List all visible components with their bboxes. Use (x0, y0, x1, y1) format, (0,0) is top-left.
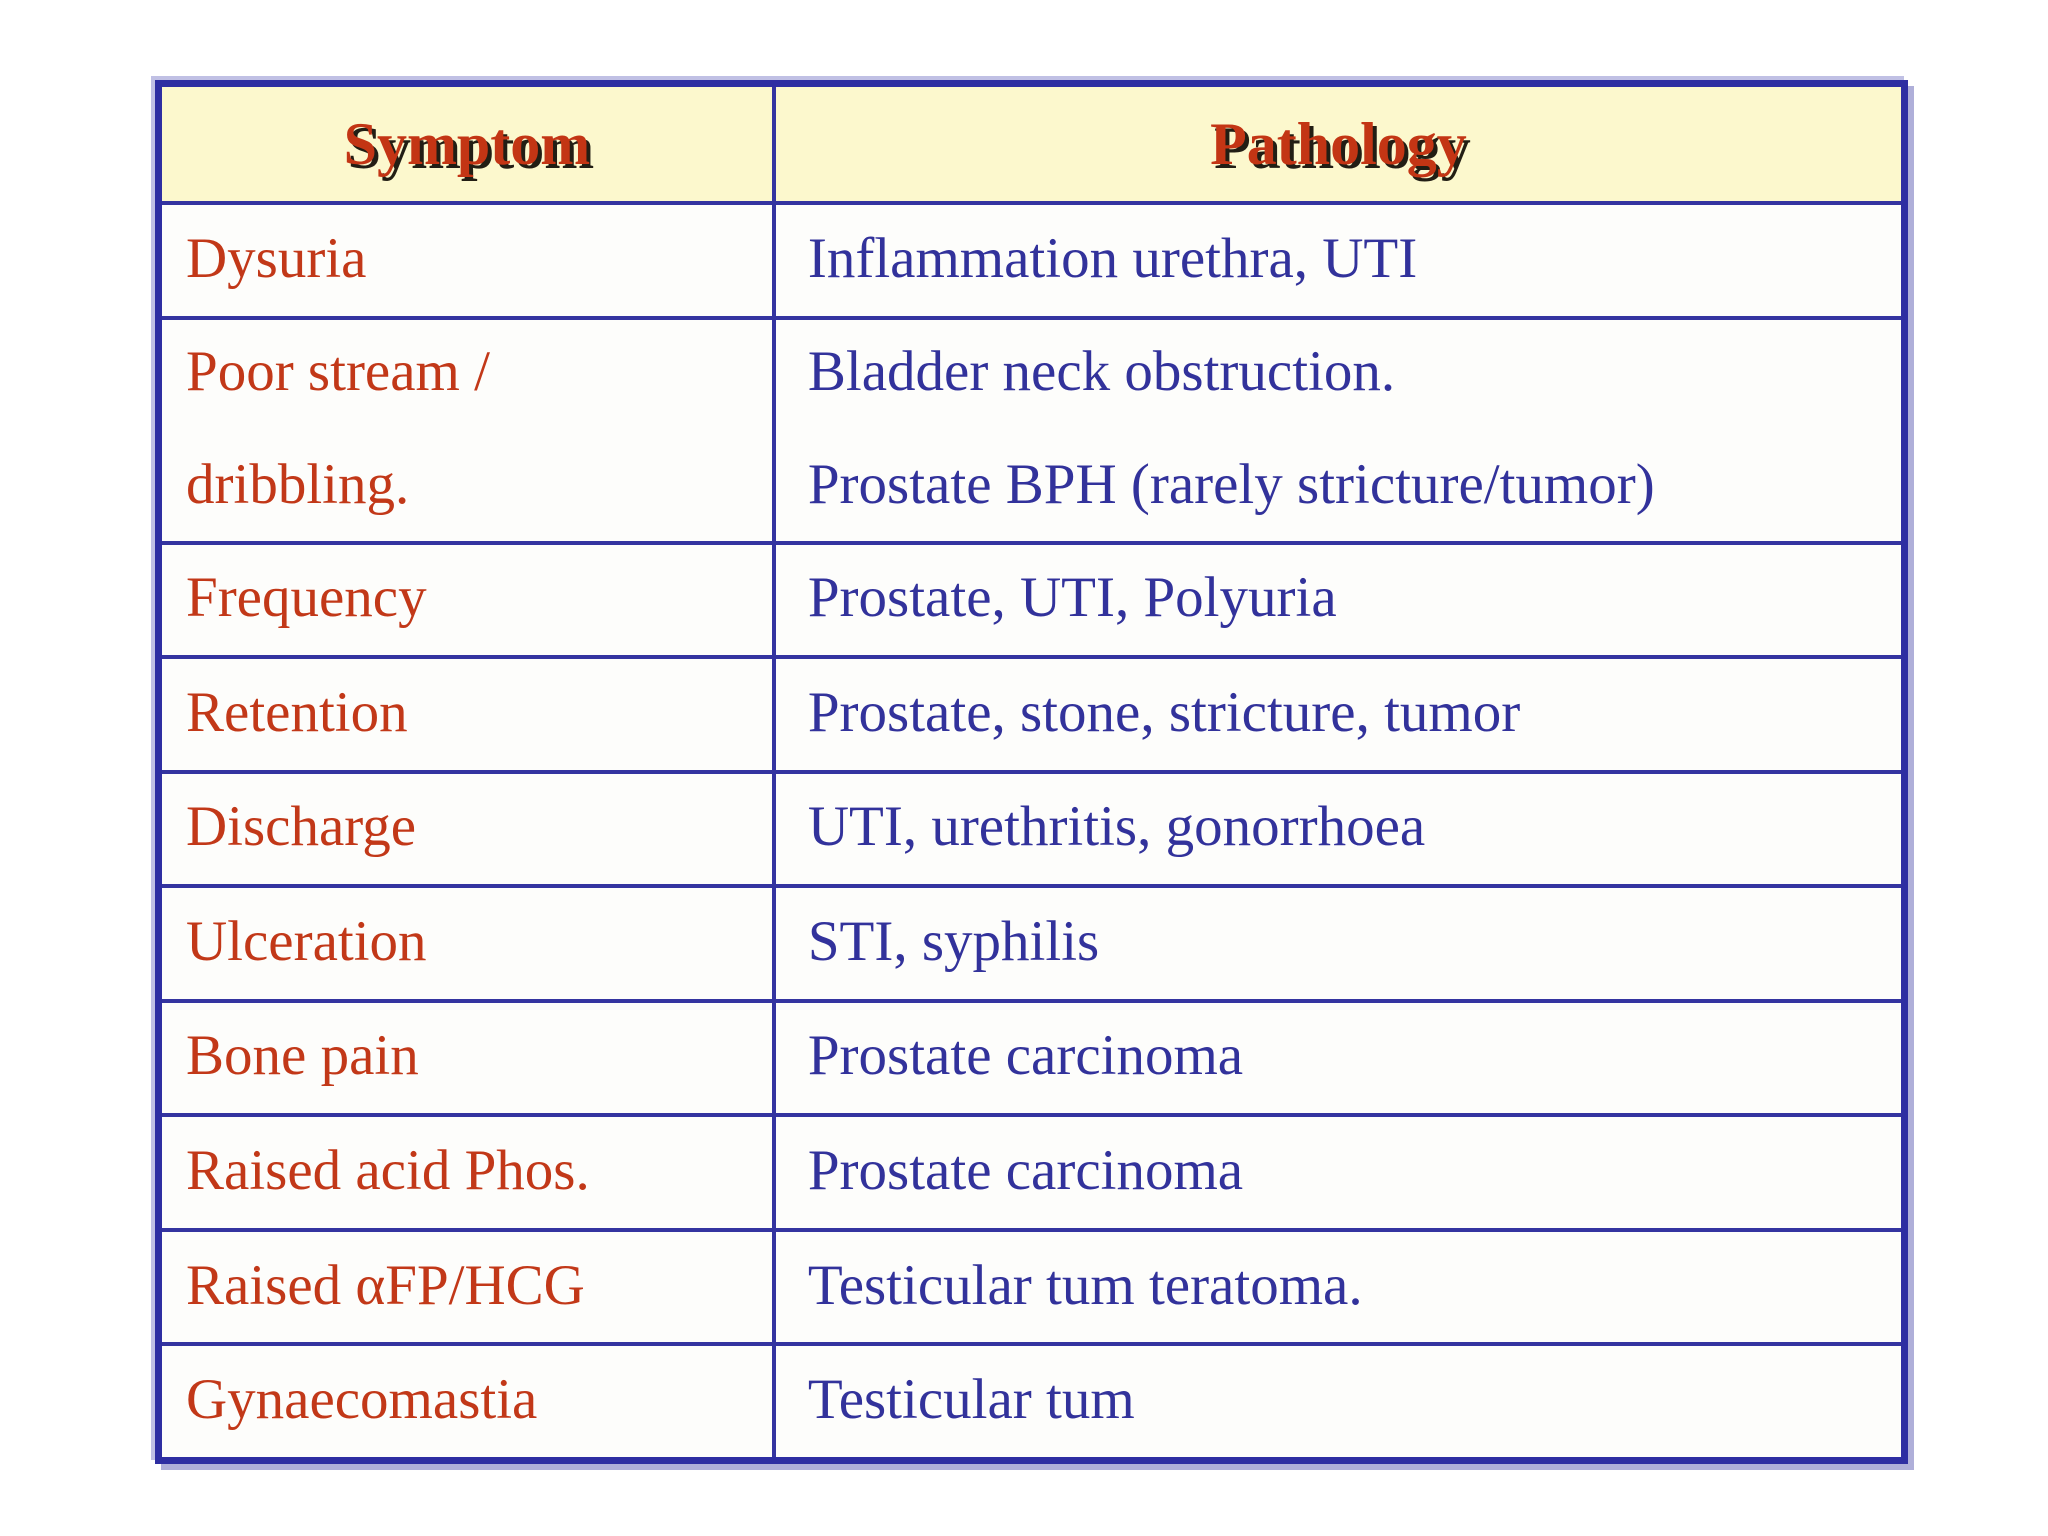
symptom-text-line: Raised αFP/HCG (186, 1253, 585, 1317)
pathology-cell: STI, syphilis (776, 888, 1901, 999)
pathology-text-line: Testicular tum (807, 1368, 1135, 1432)
pathology-text-line: Prostate carcinoma (807, 1024, 1244, 1088)
pathology-cell: Bladder neck obstruction. Prostate BPH (r… (776, 320, 1901, 541)
symptom-text-line: Poor stream / (186, 339, 490, 403)
table-row: Raised αFP/HCG Testicular tum teratoma. (162, 1227, 1901, 1343)
table-row: Frequency Prostate, UTI, Polyuria (162, 540, 1901, 656)
pathology-cell: Prostate carcinoma (776, 1117, 1901, 1228)
symptom-text-line: Frequency (186, 566, 427, 630)
symptom-cell: Gynaecomastia (162, 1346, 776, 1458)
symptom-text-line: Discharge (186, 795, 417, 859)
pathology-cell: Testicular tum (776, 1346, 1901, 1457)
symptom-cell: Discharge (162, 773, 776, 885)
header-label-pathology: Pathology (1210, 110, 1467, 177)
symptom-text-line: Ulceration (186, 909, 427, 973)
symptom-cell: Raised αFP/HCG (162, 1231, 776, 1343)
pathology-cell: UTI, urethritis, gonorrhoea (776, 774, 1901, 885)
header-cell-pathology: Pathology (776, 87, 1901, 201)
pathology-text-line: Inflammation urethra, UTI (807, 226, 1418, 290)
symptom-pathology-table: Symptom Pathology Dysuria Inflammation u… (155, 80, 1908, 1464)
pathology-cell: Prostate, UTI, Polyuria (776, 545, 1901, 656)
table-row: Ulceration STI, syphilis (162, 884, 1901, 999)
table-row: Gynaecomastia Testicular tum (162, 1342, 1901, 1458)
symptom-cell: Frequency (162, 544, 776, 656)
pathology-cell: Prostate carcinoma (776, 1003, 1901, 1114)
symptom-cell: Retention (162, 659, 776, 770)
symptom-text-line: dribbling. (186, 453, 410, 517)
header-cell-symptom: Symptom (162, 87, 776, 201)
symptom-text-line: Dysuria (186, 226, 367, 290)
symptom-text-line: Raised acid Phos. (186, 1139, 590, 1203)
pathology-cell: Inflammation urethra, UTI (776, 205, 1901, 316)
symptom-cell: Poor stream / dribbling. (162, 319, 776, 541)
pathology-cell: Prostate, stone, stricture, tumor (776, 659, 1901, 770)
symptom-text-line: Gynaecomastia (186, 1368, 538, 1432)
symptom-text-line: Retention (186, 680, 408, 744)
symptom-text-line: Bone pain (186, 1024, 419, 1088)
pathology-text-line: Prostate carcinoma (807, 1139, 1244, 1203)
pathology-text-line: Bladder neck obstruction. (807, 339, 1396, 403)
header-label-symptom: Symptom (343, 110, 591, 177)
pathology-text-line: UTI, urethritis, gonorrhoea (807, 795, 1426, 859)
table-row: Discharge UTI, urethritis, gonorrhoea (162, 769, 1901, 885)
table-row: Raised acid Phos. Prostate carcinoma (162, 1113, 1901, 1228)
pathology-text-line: Testicular tum teratoma. (807, 1253, 1363, 1317)
pathology-text-line: STI, syphilis (807, 909, 1100, 973)
symptom-cell: Dysuria (162, 205, 776, 316)
symptom-cell: Ulceration (162, 888, 776, 999)
symptom-cell: Raised acid Phos. (162, 1117, 776, 1228)
pathology-text-line: Prostate, UTI, Polyuria (807, 566, 1337, 630)
pathology-cell: Testicular tum teratoma. (776, 1232, 1901, 1343)
table-header-row: Symptom Pathology (162, 87, 1901, 201)
table-row: Dysuria Inflammation urethra, UTI (162, 201, 1901, 316)
table-row: Retention Prostate, stone, stricture, tu… (162, 655, 1901, 770)
pathology-text-line: Prostate, stone, stricture, tumor (807, 680, 1521, 744)
symptom-cell: Bone pain (162, 1002, 776, 1114)
table-row: Bone pain Prostate carcinoma (162, 998, 1901, 1114)
table-row: Poor stream / dribbling. Bladder neck obs… (162, 315, 1901, 541)
pathology-text-line: Prostate BPH (rarely stricture/tumor) (807, 453, 1655, 517)
